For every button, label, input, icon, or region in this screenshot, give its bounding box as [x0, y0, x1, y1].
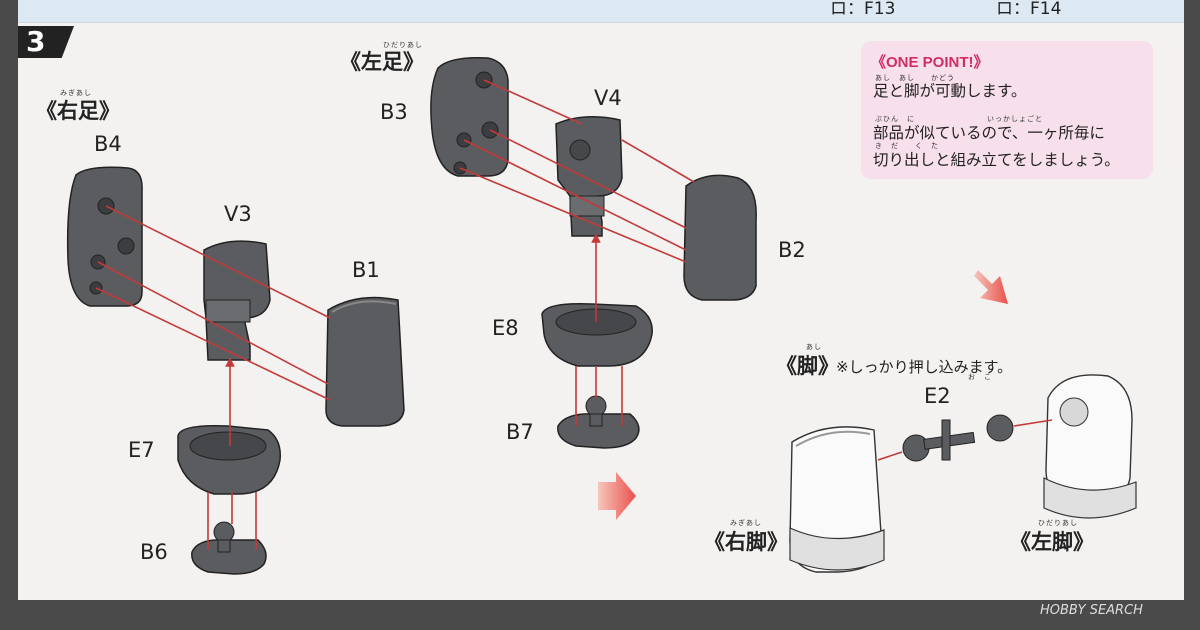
- part-label-e8: E8: [492, 316, 519, 340]
- header-ruby: ひだりあし: [1038, 519, 1078, 527]
- part-label-e2: E2: [924, 384, 951, 408]
- right-foot-header: 《右足》: [36, 99, 120, 123]
- v3-part: [203, 240, 271, 361]
- part-label-e7: E7: [128, 438, 155, 462]
- b3-part: [430, 56, 509, 177]
- one-point-ruby: あし あし かどう: [875, 74, 955, 82]
- legs-header: 《脚》: [776, 354, 839, 378]
- assembly-diagram: [66, 56, 1137, 575]
- right-foot-guide-lines: [95, 205, 331, 550]
- part-label-v3: V3: [224, 202, 252, 226]
- header-ruby: ひだりあし: [383, 41, 423, 49]
- header-ruby: あし: [806, 343, 822, 351]
- top-part-label: ロ：F13: [830, 0, 896, 19]
- note-ruby: お こ: [968, 373, 992, 381]
- b6-part: [191, 521, 267, 575]
- left-leg-part: [1043, 374, 1137, 519]
- e8-part: [541, 302, 653, 367]
- e2-part: [902, 414, 1014, 462]
- v4-part: [555, 116, 623, 237]
- one-point-ruby: き だ く た: [875, 142, 939, 150]
- legs-guide-lines: [877, 419, 1053, 461]
- flow-arrow: [598, 472, 636, 520]
- watermark: HOBBY SEARCH: [1040, 603, 1143, 618]
- one-point-line: 部品が似ているので、一ヶ所毎に: [873, 124, 1105, 142]
- part-label-b1: B1: [352, 258, 380, 282]
- one-point-box: 《ONE POINT!》 あし あし かどう 足と脚が可動します。 ぶひん に …: [861, 41, 1153, 179]
- step-number-badge: 3: [18, 26, 74, 58]
- one-point-line: 切り出しと組み立てをしましょう。: [873, 151, 1120, 169]
- left-foot-header: 《左足》: [340, 50, 424, 74]
- header-ruby: みぎあし: [60, 89, 92, 97]
- part-label-b6: B6: [140, 540, 168, 564]
- push-in-note: ※しっかり押し込みます。: [836, 358, 1013, 376]
- top-part-label: ロ：F14: [996, 0, 1062, 19]
- part-label-v4: V4: [594, 86, 622, 110]
- e7-part: [177, 424, 281, 495]
- right-leg-part: [789, 426, 885, 573]
- one-point-line: 足と脚が可動します。: [873, 82, 1027, 100]
- part-label-b7: B7: [506, 420, 534, 444]
- b1-part: [325, 296, 405, 427]
- header-ruby: みぎあし: [730, 519, 762, 527]
- b4-part: [66, 166, 143, 307]
- part-label-b4: B4: [94, 132, 122, 156]
- part-label-b3: B3: [380, 100, 408, 124]
- instruction-sheet: ロ：F13 ロ：F14 3: [18, 0, 1184, 600]
- left-foot-guide-lines: [459, 79, 695, 426]
- one-point-ruby: ぶひん に いっかしょごと: [875, 115, 1043, 123]
- one-point-title: 《ONE POINT!》: [871, 54, 989, 71]
- b7-part: [557, 395, 640, 449]
- left-leg-header: 《左脚》: [1010, 530, 1094, 554]
- part-label-b2: B2: [778, 238, 806, 262]
- flow-arrow: [974, 270, 1008, 304]
- b2-part: [683, 174, 757, 301]
- previous-step-band: ロ：F13 ロ：F14: [18, 0, 1184, 23]
- right-leg-header: 《右脚》: [704, 530, 788, 554]
